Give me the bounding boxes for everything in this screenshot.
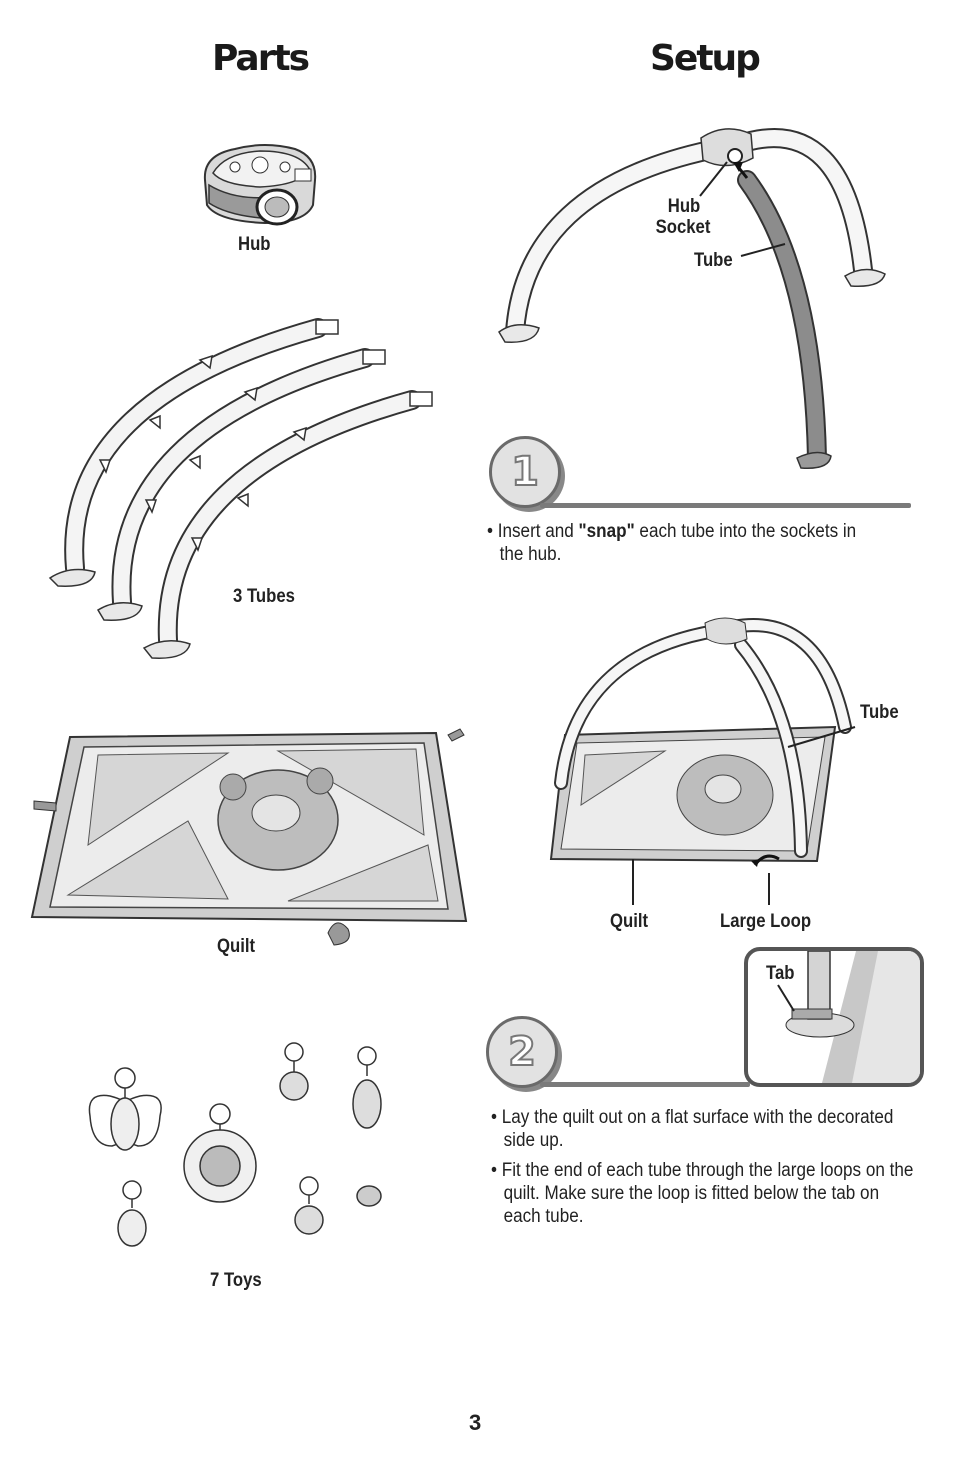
- large-loop-callout: Large Loop: [720, 911, 812, 932]
- step2-number-badge: 2: [486, 1016, 558, 1088]
- quilt-illustration: [30, 728, 468, 946]
- tubes-label: 3 Tubes: [233, 586, 295, 607]
- step1-text-pre: Insert and: [497, 521, 579, 542]
- hub-illustration: [203, 144, 317, 226]
- step1-text-post: each tube into the sockets in the hub.: [499, 521, 857, 565]
- step1-divider: [540, 503, 911, 508]
- step2-frame-quilt-illustration: [549, 617, 856, 905]
- step2-divider: [540, 1082, 750, 1087]
- parts-heading: Parts: [212, 38, 310, 79]
- toys-illustration: [88, 1042, 382, 1247]
- step2-bullet-2: • Fit the end of each tube through the l…: [491, 1160, 914, 1227]
- page-number: 3: [469, 1410, 482, 1435]
- tube-callout-step2: Tube: [860, 702, 899, 723]
- step2-bullet-1-text: Lay the quilt out on a flat surface with…: [501, 1107, 894, 1151]
- step2-bullet-2-text: Fit the end of each tube through the lar…: [501, 1160, 914, 1227]
- step1-number: 1: [510, 448, 540, 496]
- step2-instructions: • Lay the quilt out on a flat surface wi…: [491, 1106, 914, 1235]
- step1-frame-illustration: [498, 128, 886, 469]
- tube-callout-step1: Tube: [694, 250, 733, 271]
- step1-text-bold: "snap": [578, 521, 635, 542]
- step2-bullet-1: • Lay the quilt out on a flat surface wi…: [491, 1107, 894, 1151]
- tubes-illustration: [48, 318, 433, 659]
- hub-socket-callout-line1: Hub: [667, 196, 701, 217]
- step1-number-badge: 1: [489, 436, 561, 508]
- step2-number: 2: [507, 1028, 537, 1076]
- setup-heading: Setup: [650, 38, 761, 79]
- quilt-label: Quilt: [217, 936, 256, 957]
- hub-socket-callout-line2: Socket: [655, 217, 711, 238]
- step1-instructions: • Insert and "snap" each tube into the s…: [487, 520, 874, 573]
- quilt-callout: Quilt: [610, 911, 649, 932]
- tab-callout: Tab: [766, 963, 795, 984]
- toys-label: 7 Toys: [210, 1270, 262, 1291]
- hub-label: Hub: [238, 234, 271, 255]
- tab-detail-inset: Tab: [744, 947, 924, 1087]
- step1-bullet: • Insert and "snap" each tube into the s…: [487, 521, 857, 565]
- tab-detail-illustration: [777, 951, 920, 1083]
